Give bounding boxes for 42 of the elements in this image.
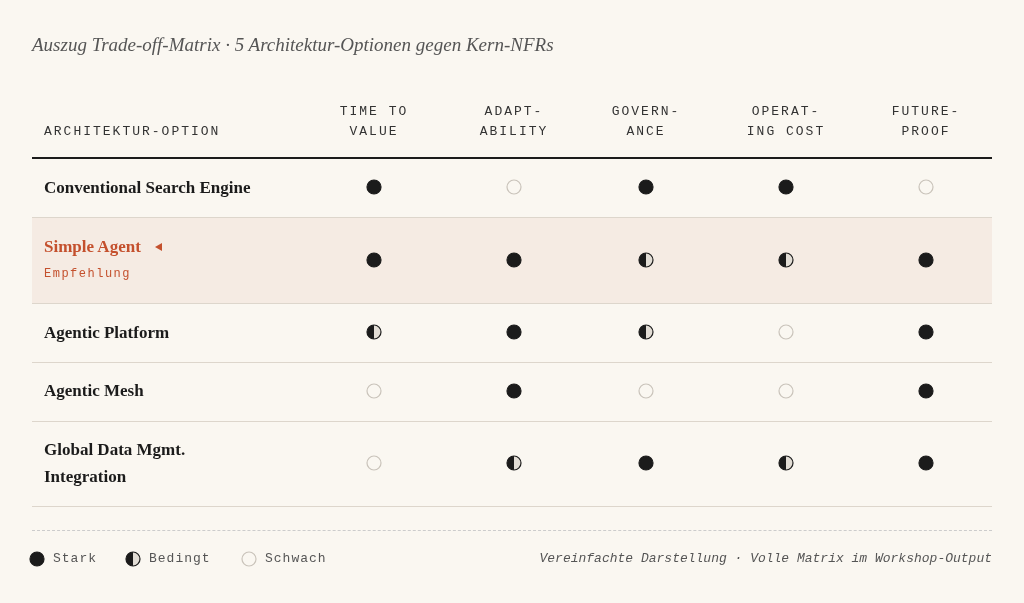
half-filled-dot bbox=[638, 324, 654, 340]
half-filled-dot bbox=[778, 252, 794, 268]
empty-circle bbox=[778, 383, 794, 399]
half-filled-dot bbox=[638, 252, 654, 268]
filled-dot bbox=[506, 383, 522, 399]
legend-label: Stark bbox=[53, 551, 97, 566]
filled-dot bbox=[506, 324, 522, 340]
filled-dot bbox=[638, 179, 654, 195]
half-filled-dot bbox=[366, 324, 382, 340]
caption: Vereinfachte Darstellung · Volle Matrix im Workshop-Output bbox=[539, 551, 992, 566]
chart-title: Auszug Trade-off-Matrix · 5 Architektur-Optionen gegen Kern-NFRs bbox=[32, 34, 554, 56]
filled-dot bbox=[918, 252, 934, 268]
column-header: OPERAT-ING COST bbox=[745, 103, 827, 141]
row-label: Global Data Mgmt. Integration bbox=[44, 439, 187, 488]
row-label: Conventional Search Engine bbox=[44, 177, 251, 199]
half-filled-dot bbox=[506, 455, 522, 471]
empty-circle bbox=[366, 455, 382, 471]
filled-dot bbox=[918, 383, 934, 399]
column-header: TIME TO VALUE bbox=[338, 103, 410, 141]
empty-circle bbox=[778, 324, 794, 340]
recommendation-tag: Empfehlung bbox=[44, 267, 131, 281]
filled-dot bbox=[506, 252, 522, 268]
filled-dot bbox=[366, 252, 382, 268]
empty-circle bbox=[506, 179, 522, 195]
row-label: Agentic Mesh bbox=[44, 380, 145, 402]
column-header: ADAPT-ABILITY bbox=[479, 103, 549, 141]
column-header: GOVERN-ANCE bbox=[610, 103, 682, 141]
empty-circle bbox=[366, 383, 382, 399]
column-header: FUTURE-PROOF bbox=[890, 103, 962, 141]
filled-dot bbox=[638, 455, 654, 471]
filled-dot bbox=[918, 324, 934, 340]
column-header: ARCHITEKTUR-OPTION bbox=[44, 123, 221, 141]
row-label: Simple Agent bbox=[44, 236, 141, 258]
filled-dot bbox=[918, 455, 934, 471]
row-label: Agentic Platform bbox=[44, 322, 171, 344]
filled-dot bbox=[366, 179, 382, 195]
empty-circle bbox=[638, 383, 654, 399]
legend-label: Bedingt bbox=[149, 551, 211, 566]
half-filled-dot bbox=[778, 455, 794, 471]
legend-label: Schwach bbox=[265, 551, 327, 566]
empty-circle bbox=[918, 179, 934, 195]
filled-dot bbox=[778, 179, 794, 195]
